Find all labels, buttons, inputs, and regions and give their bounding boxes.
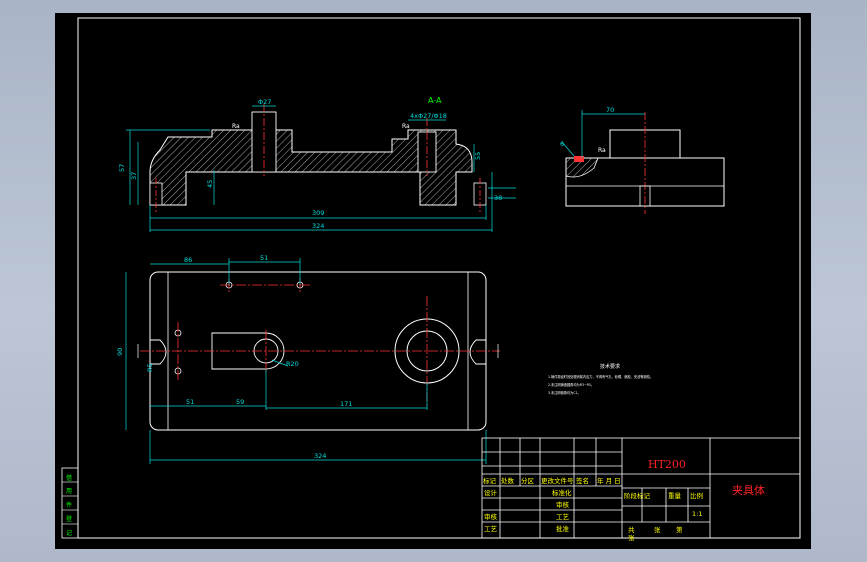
side-strip-text-2: 件 xyxy=(66,501,72,509)
rev-header-3: 更改文件号 xyxy=(541,476,574,485)
notes-title: 技术要求 xyxy=(600,363,620,370)
dim-d9: 324 xyxy=(312,222,324,230)
section-body xyxy=(149,129,473,206)
dim-d13: 51 xyxy=(260,254,268,262)
dim-d15: 51 xyxy=(186,398,194,406)
notes-line-0: 1.铸件需经时效处理消除内应力，不得有气孔、砂眼、缩松、夹渣等缺陷。 xyxy=(548,374,653,379)
sheet-text-3: 张 xyxy=(628,533,635,542)
side-strip-text-3: 登 xyxy=(66,515,72,523)
row-label-2: 审核 xyxy=(484,512,498,521)
dim-d5: 45 xyxy=(206,180,214,188)
dim-d12: 86 xyxy=(184,256,192,264)
svg-text:Ra: Ra xyxy=(598,147,606,154)
dim-d8: 309 xyxy=(312,209,324,217)
dim-d18: 324 xyxy=(314,452,326,460)
side-strip xyxy=(61,467,79,539)
sheet-text-2: 第 xyxy=(676,525,683,534)
sheet-text-1: 张 xyxy=(654,525,661,534)
stage-header-1: 重量 xyxy=(668,492,682,500)
rev-header-4: 签名 xyxy=(576,476,589,485)
dim-d20: R5 xyxy=(146,363,154,372)
side-view: 70 6 Ra xyxy=(560,106,725,214)
stage-header-0: 阶段标记 xyxy=(624,491,651,500)
dim-d1: Φ27 xyxy=(258,98,271,106)
side-section-detail xyxy=(565,157,599,178)
dim-d7: 38 xyxy=(494,194,502,202)
title-block xyxy=(481,437,801,539)
row-label-3: 工艺 xyxy=(484,525,498,533)
dim-d21: 70 xyxy=(606,106,614,114)
notes-line-1: 2.未注明铸造圆角均为R3~R5。 xyxy=(548,382,594,387)
stage-header-2: 比例 xyxy=(690,491,703,500)
slot-top-right xyxy=(469,339,486,365)
side-marker xyxy=(574,156,584,162)
rev-header-2: 分区 xyxy=(521,476,535,485)
dim-d19: 90 xyxy=(116,348,124,356)
material-label: HT200 xyxy=(648,458,686,471)
top-view: 86 51 R20 51 59 171 324 90 R5 xyxy=(116,254,500,464)
section-label: A-A xyxy=(428,96,442,105)
part-name-label: 夹具体 xyxy=(732,483,765,497)
slot-top-left xyxy=(150,339,167,365)
dim-d22: 6 xyxy=(560,140,564,148)
scale-value: 1:1 xyxy=(692,510,702,518)
rev-header-1: 处数 xyxy=(501,476,515,485)
svg-text:Ra: Ra xyxy=(402,123,410,130)
dim-d3: 57 xyxy=(118,164,126,172)
notes-line-2: 3.未注明倒角均为C1。 xyxy=(548,390,581,395)
technical-notes: 技术要求 1.铸件需经时效处理消除内应力，不得有气孔、砂眼、缩松、夹渣等缺陷。 … xyxy=(548,363,653,395)
row-right-0: 标准化 xyxy=(552,488,572,497)
pocket xyxy=(211,332,285,370)
row-right-1: 审核 xyxy=(556,500,570,509)
drawing-frame xyxy=(77,17,801,539)
front-section-view: Φ27 4xΦ27/Φ18 57 37 45 55 38 309 324 A-A… xyxy=(118,96,516,232)
side-strip-text-4: 记 xyxy=(66,530,72,537)
dim-d14: R20 xyxy=(286,360,299,368)
dim-d6: 55 xyxy=(474,152,482,160)
row-label-0: 设计 xyxy=(484,488,498,497)
title-block-text: HT200 夹具体 标记 处数 分区 更改文件号 签名 年 月 日 设计 标准化… xyxy=(483,458,765,542)
rev-header-5: 年 月 日 xyxy=(597,476,621,485)
row-right-3: 批准 xyxy=(556,524,570,533)
dim-d16: 59 xyxy=(236,398,244,406)
sheet-text-0: 共 xyxy=(628,525,635,534)
row-right-2: 工艺 xyxy=(556,513,570,521)
side-strip-text-1: 用 xyxy=(66,488,72,495)
dim-d17: 171 xyxy=(340,400,352,408)
rev-header-0: 标记 xyxy=(483,476,497,485)
dim-d2: 4xΦ27/Φ18 xyxy=(410,112,447,120)
dim-d4: 37 xyxy=(130,172,138,180)
svg-text:Ra: Ra xyxy=(232,123,240,130)
side-strip-text-0: 借 xyxy=(66,474,72,482)
